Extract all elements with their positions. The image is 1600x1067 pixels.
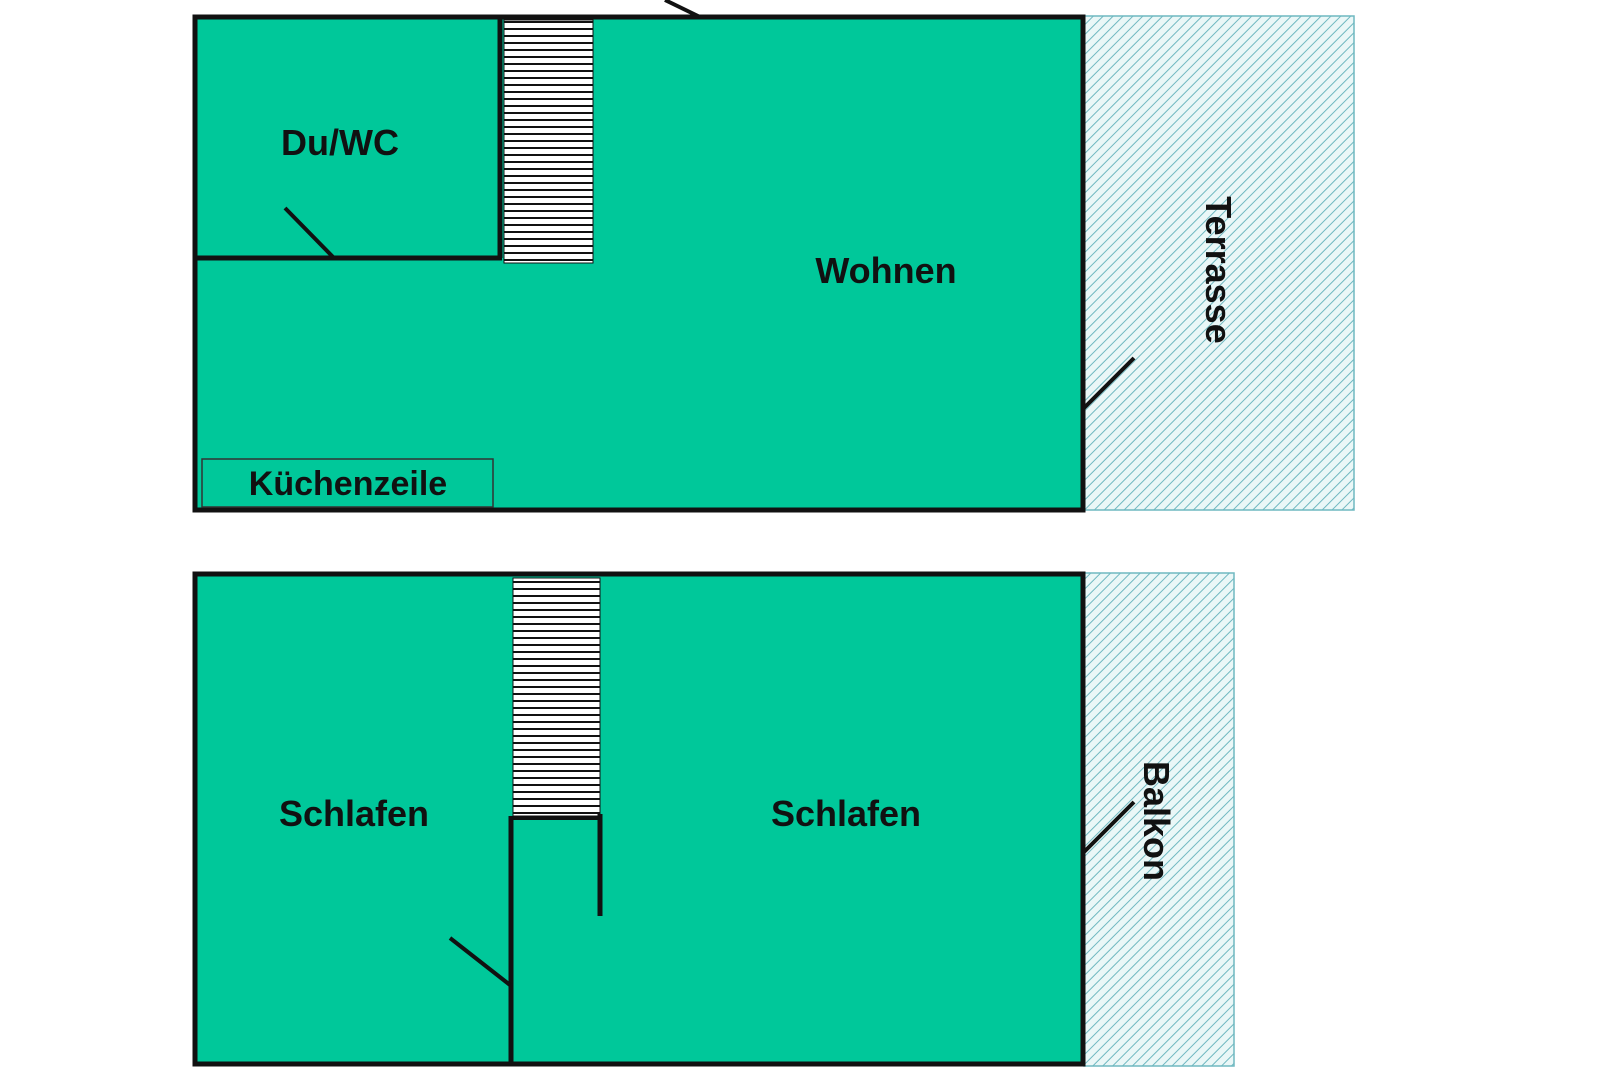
balcony-label: Balkon: [1136, 761, 1177, 881]
entrance-door: [664, 0, 701, 19]
kitchen-counter: [201, 458, 494, 508]
room-label-bath: Du/WC: [281, 122, 399, 163]
room-label-bedroom-right: Schlafen: [771, 793, 921, 834]
room-label-living: Wohnen: [815, 250, 956, 291]
ground-floor-outline: [192, 14, 1086, 513]
bedroom-left-door: [448, 936, 512, 987]
terrace-door: [1082, 356, 1136, 410]
room-label-bedroom-left: Schlafen: [279, 793, 429, 834]
terrace-area: [1083, 15, 1355, 511]
balcony-door: [1082, 800, 1136, 854]
upper-floor-outline: [192, 571, 1086, 1067]
upper-floor: Schlafen Schlafen Balkon: [192, 571, 1235, 1067]
ground-floor: Du/WC Wohnen Küchenzeile Terrasse: [192, 0, 1355, 513]
bathroom-door: [283, 206, 335, 259]
terrace-label: Terrasse: [1198, 196, 1239, 343]
stairs-upper-floor: [512, 577, 601, 817]
stairs-ground-floor: [503, 19, 594, 264]
balcony-area: [1083, 572, 1235, 1067]
room-label-kitchen: Küchenzeile: [249, 465, 447, 503]
